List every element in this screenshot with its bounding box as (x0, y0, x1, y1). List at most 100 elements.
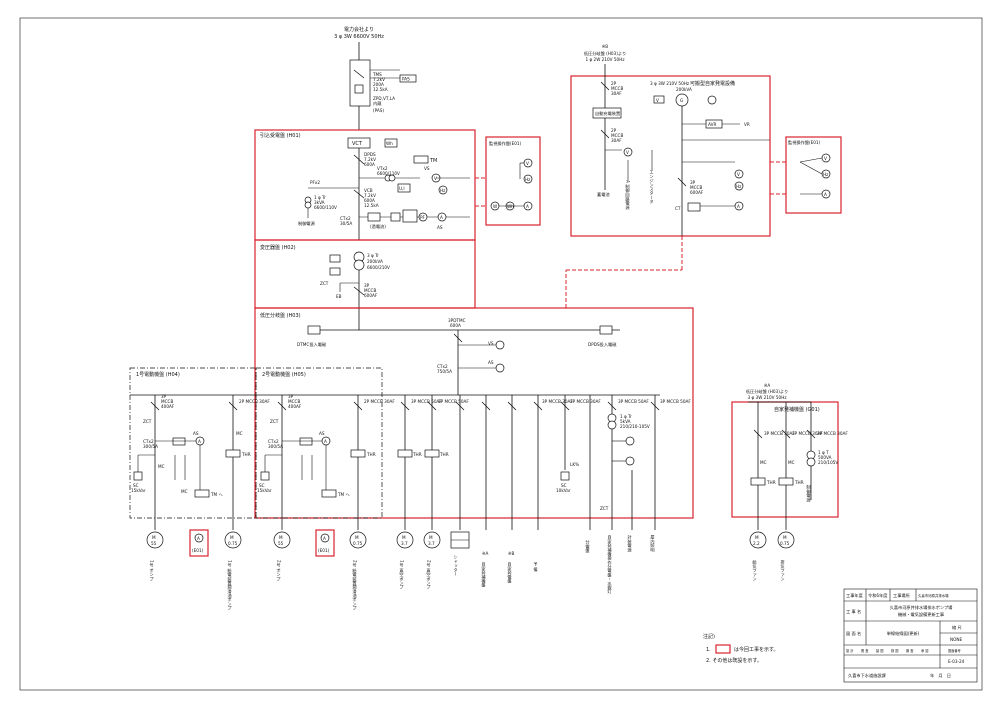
svg-text:ZCT: ZCT (320, 281, 329, 286)
svg-text:400AF: 400AF (161, 404, 175, 409)
gr-relay-box (399, 74, 417, 83)
svg-text:Hz: Hz (736, 184, 742, 189)
svg-text:屋内照明: 屋内照明 (651, 535, 656, 554)
svg-text:NONE: NONE (950, 637, 963, 642)
svg-text:CTx2: CTx2 (340, 216, 351, 221)
svg-text:3P: 3P (690, 180, 696, 185)
svg-text:30/5A: 30/5A (340, 221, 352, 226)
svg-text:久喜市下水道施設課: 久喜市下水道施設課 (848, 672, 887, 679)
svg-text:300/5A: 300/5A (268, 444, 283, 449)
svg-text:制御電源: 制御電源 (806, 484, 812, 504)
svg-text:M: M (429, 535, 433, 540)
svg-text:2号 ポンプ: 2号 ポンプ (277, 560, 282, 581)
svg-text:(過電流): (過電流) (370, 223, 386, 230)
svg-text:MC: MC (158, 464, 165, 469)
svg-text:MCCB: MCCB (288, 399, 300, 404)
svg-text:年 月 日: 年 月 日 (930, 672, 951, 679)
svg-text:AS: AS (319, 431, 325, 436)
svg-text:THR: THR (794, 480, 804, 485)
svg-text:3PDTMC: 3PDTMC (448, 318, 466, 323)
svg-text:低圧分岐盤 (H03)より: 低圧分岐盤 (H03)より (746, 388, 788, 395)
svg-text:工事場所: 工事場所 (893, 592, 910, 599)
svg-text:低圧分岐盤 (H03)より: 低圧分岐盤 (H03)より (584, 50, 626, 57)
svg-text:200A: 200A (373, 82, 384, 87)
svg-text:ZCT: ZCT (143, 419, 152, 424)
panel-e01-right (785, 136, 842, 214)
svg-text:7.2kV: 7.2kV (364, 157, 376, 162)
svg-text:承 認: 承 認 (921, 648, 929, 653)
svg-text:CT: CT (675, 206, 681, 211)
svg-text:3P MCCB 30AF: 3P MCCB 30AF (792, 431, 823, 436)
svg-text:久喜市河原井排水場排水ポンプ場: 久喜市河原井排水場排水ポンプ場 (890, 604, 954, 611)
svg-text:300/5A: 300/5A (143, 444, 158, 449)
svg-text:0.75: 0.75 (780, 541, 790, 546)
svg-text:30AF: 30AF (611, 138, 622, 143)
svg-text:審 査: 審 査 (906, 648, 914, 653)
svg-text:15kVar: 15kVar (257, 488, 272, 493)
svg-text:VS: VS (488, 341, 494, 346)
svg-text:6600/210V: 6600/210V (367, 265, 390, 270)
svg-text:工 事 名: 工 事 名 (846, 608, 861, 615)
svg-text:EB: EB (336, 294, 342, 299)
source-line2: 3 φ 3W 6600V 50Hz (334, 34, 384, 40)
svg-text:SC: SC (133, 483, 139, 488)
svg-text:(E01): (E01) (192, 548, 204, 553)
svg-text:3P: 3P (288, 394, 294, 399)
svg-text:3P MCCB 30AF: 3P MCCB 30AF (764, 431, 795, 436)
svg-text:(PAS): (PAS) (373, 108, 384, 113)
svg-text:給気ファン: 給気ファン (752, 559, 758, 582)
svg-text:LK%: LK% (570, 462, 579, 467)
svg-text:CTx2: CTx2 (437, 364, 448, 369)
svg-text:55: 55 (151, 541, 157, 546)
svg-text:自家発補機操作分電盤・水銀灯: 自家発補機操作分電盤・水銀灯 (607, 534, 613, 595)
svg-text:VTx2: VTx2 (377, 166, 388, 171)
svg-text:MCCB: MCCB (611, 86, 623, 91)
svg-text:1 φ 2W 210V 50Hz: 1 φ 2W 210V 50Hz (585, 57, 625, 62)
svg-text:監視操作盤(E01): 監視操作盤(E01) (489, 140, 522, 147)
svg-text:12.5kA: 12.5kA (364, 203, 379, 208)
svg-text:VS: VS (424, 166, 430, 171)
svg-text:MC: MC (788, 460, 795, 465)
svg-text:V: V (656, 98, 659, 103)
svg-text:200kVA: 200kVA (676, 87, 692, 92)
svg-text:※B: ※B (508, 551, 515, 556)
svg-text:AS: AS (193, 431, 199, 436)
svg-text:7.2kV: 7.2kV (373, 77, 385, 82)
svg-text:V: V (526, 161, 529, 166)
svg-text:蓄電池: 蓄電池 (597, 191, 610, 198)
svg-text:予 備: 予 備 (534, 561, 539, 574)
svg-text:Wh: Wh (386, 141, 393, 146)
svg-text:THR: THR (439, 452, 449, 457)
svg-text:THR: THR (766, 480, 776, 485)
svg-text:3P MCCB 50AF: 3P MCCB 50AF (411, 399, 442, 404)
svg-text:MC: MC (760, 460, 767, 465)
svg-text:3P MCCB 30AF: 3P MCCB 30AF (570, 399, 601, 404)
svg-text:3kVA: 3kVA (314, 200, 325, 205)
svg-text:2P MCCB 30AF: 2P MCCB 30AF (364, 399, 395, 404)
svg-text:MC: MC (181, 489, 188, 494)
svg-text:M: M (152, 535, 156, 540)
svg-text:ZCT: ZCT (270, 419, 279, 424)
svg-text:Hz: Hz (525, 177, 531, 182)
svg-text:1.: 1. (706, 647, 711, 653)
svg-text:2P: 2P (611, 81, 617, 86)
svg-text:THR: THR (241, 452, 251, 457)
svg-text:PAS: PAS (402, 77, 410, 82)
svg-text:監視操作盤(E01): 監視操作盤(E01) (788, 139, 821, 146)
svg-text:210/210-105V: 210/210-105V (620, 424, 650, 429)
svg-text:排気ファン: 排気ファン (780, 559, 786, 582)
svg-text:MCCB: MCCB (161, 399, 173, 404)
svg-text:1 φ T: 1 φ T (818, 450, 829, 455)
svg-text:照 査: 照 査 (861, 648, 869, 653)
svg-text:MCCB: MCCB (364, 288, 376, 293)
svg-text:自家発電盤: 自家発電盤 (507, 561, 513, 584)
svg-text:図 面 名: 図 面 名 (846, 630, 861, 637)
svg-text:自家発補機盤: 自家発補機盤 (481, 561, 487, 588)
svg-text:SC: SC (259, 483, 265, 488)
svg-text:久喜市河原井排水場: 久喜市河原井排水場 (918, 593, 949, 598)
svg-text:※B: ※B (602, 44, 609, 49)
svg-text:MCCB: MCCB (690, 185, 702, 190)
svg-text:400AF: 400AF (288, 404, 302, 409)
svg-text:3P MCCB 50AF: 3P MCCB 50AF (618, 399, 649, 404)
